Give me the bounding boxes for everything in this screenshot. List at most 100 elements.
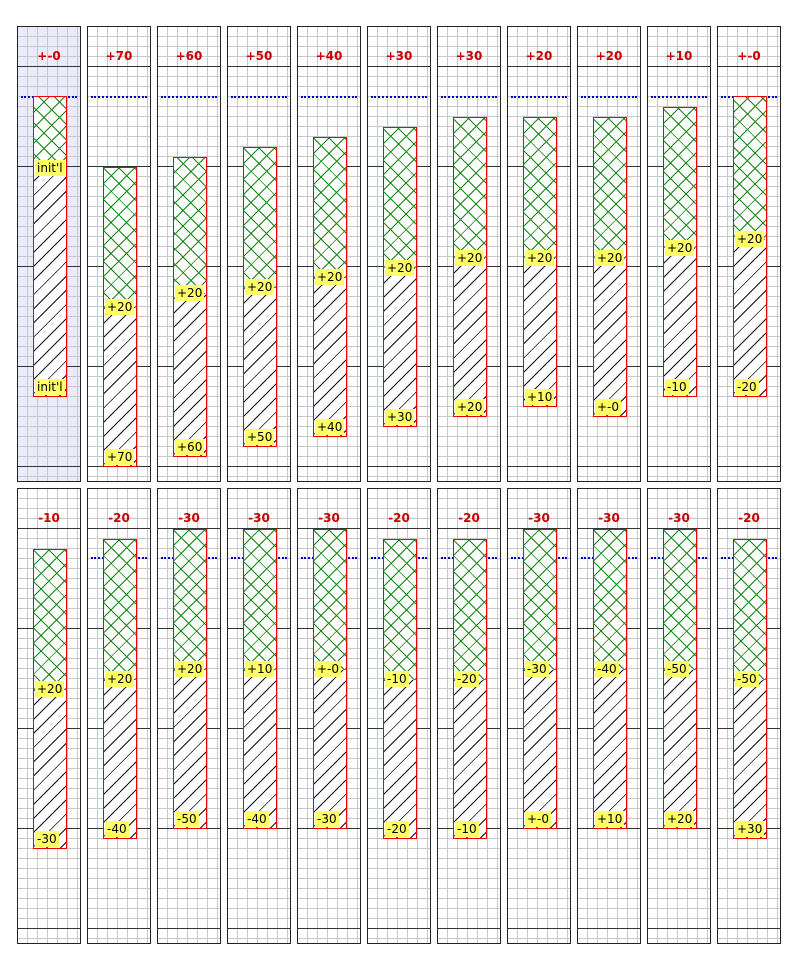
- panel-2-6: -20 -10 -20: [367, 488, 431, 944]
- bottom-segment-label: -20: [735, 379, 759, 395]
- stacked-bar: [593, 529, 627, 829]
- reference-dotted-line: [581, 96, 637, 98]
- top-segment-label: +20: [175, 285, 205, 301]
- crosshatch-segment: [174, 530, 206, 670]
- top-segment-label: +20: [665, 240, 695, 256]
- top-segment-label: +20: [175, 661, 205, 677]
- panel-1-10: +10+20-10: [647, 26, 711, 482]
- bottom-segment-label: +10: [525, 389, 555, 405]
- crosshatch-segment: [104, 168, 136, 308]
- panel-title: +30: [385, 49, 413, 63]
- reference-dotted-line: [91, 96, 147, 98]
- top-segment-label: init'l: [35, 160, 65, 176]
- crosshatch-segment: [384, 540, 416, 680]
- top-segment-label: +20: [245, 279, 275, 295]
- bottom-segment-label: +30: [735, 821, 765, 837]
- stacked-bar: [383, 539, 417, 839]
- stacked-bar: [453, 539, 487, 839]
- panel-title: -30: [598, 511, 620, 525]
- panel-title: -30: [248, 511, 270, 525]
- panel-2-8: -30 -30 +-0: [507, 488, 571, 944]
- stacked-bar: [313, 529, 347, 829]
- top-segment-label: +20: [385, 260, 415, 276]
- panel-2-5: -30+-0-30: [297, 488, 361, 944]
- crosshatch-segment: [524, 530, 556, 670]
- crosshatch-segment: [174, 158, 206, 294]
- panel-2-9: -30-40+10: [577, 488, 641, 944]
- bottom-segment-label: +30: [385, 409, 415, 425]
- bottom-segment-label: +40: [315, 419, 345, 435]
- reference-dotted-line: [161, 96, 217, 98]
- bottom-segment-label: +-0: [525, 811, 552, 827]
- panel-title: +10: [665, 49, 693, 63]
- bottom-segment-label: +20: [455, 399, 485, 415]
- panel-title: -20: [108, 511, 130, 525]
- crosshatch-segment: [244, 148, 276, 288]
- panel-title: -20: [388, 511, 410, 525]
- panel-title: +50: [245, 49, 273, 63]
- stacked-bar: [523, 529, 557, 829]
- stacked-bar: [103, 167, 137, 467]
- reference-dotted-line: [301, 96, 357, 98]
- panel-1-8: +20+20+10: [507, 26, 571, 482]
- reference-dotted-line: [441, 96, 497, 98]
- panel-2-10: -30-50+20: [647, 488, 711, 944]
- crosshatch-segment: [104, 540, 136, 680]
- crosshatch-segment: [314, 530, 346, 670]
- panel-2-2: -20 +20 -40: [87, 488, 151, 944]
- stacked-bar: [173, 157, 207, 457]
- stacked-bar: [453, 117, 487, 417]
- panel-1-9: +20+20+-0: [577, 26, 641, 482]
- bottom-segment-label: -30: [35, 831, 59, 847]
- bottom-segment-label: init'l: [35, 379, 65, 395]
- crosshatch-segment: [244, 530, 276, 670]
- stacked-bar: [103, 539, 137, 839]
- top-segment-label: +20: [595, 250, 625, 266]
- stacked-bar: [663, 529, 697, 829]
- top-segment-label: +20: [105, 671, 135, 687]
- crosshatch-segment: [594, 118, 626, 259]
- top-segment-label: -10: [385, 671, 409, 687]
- crosshatch-segment: [34, 97, 66, 169]
- panel-title: -30: [318, 511, 340, 525]
- top-segment-label: +20: [35, 681, 65, 697]
- crosshatch-segment: [384, 128, 416, 269]
- crosshatch-segment: [454, 540, 486, 680]
- top-segment-label: -20: [455, 671, 479, 687]
- panel-title: +20: [525, 49, 553, 63]
- crosshatch-segment: [664, 530, 696, 670]
- panel-1-2: +70+20+70: [87, 26, 151, 482]
- crosshatch-segment: [664, 108, 696, 249]
- crosshatch-segment: [314, 138, 346, 278]
- top-segment-label: -50: [665, 661, 689, 677]
- panel-2-3: -30+20-50: [157, 488, 221, 944]
- bottom-segment-label: -40: [105, 821, 129, 837]
- reference-dotted-line: [511, 96, 567, 98]
- panel-title: -30: [178, 511, 200, 525]
- crosshatch-segment: [734, 540, 766, 680]
- panel-title: -30: [528, 511, 550, 525]
- stacked-bar: [33, 549, 67, 849]
- top-segment-label: +10: [245, 661, 275, 677]
- crosshatch-segment: [594, 530, 626, 670]
- panel-2-7: -20-20-10: [437, 488, 501, 944]
- crosshatch-segment: [454, 118, 486, 259]
- stacked-bar: [593, 117, 627, 417]
- stacked-bar: [243, 147, 277, 447]
- crosshatch-segment: [734, 97, 766, 240]
- top-segment-label: +20: [315, 269, 345, 285]
- top-segment-label: -30: [525, 661, 549, 677]
- reference-dotted-line: [651, 96, 707, 98]
- panel-title: -30: [668, 511, 690, 525]
- panel-1-7: +30+20+20: [437, 26, 501, 482]
- stacked-bar: [243, 529, 277, 829]
- panel-1-5: +40+20+40: [297, 26, 361, 482]
- panel-title: +-0: [737, 49, 761, 63]
- top-segment-label: +20: [105, 299, 135, 315]
- top-segment-label: -40: [595, 661, 619, 677]
- stacked-bar: [33, 96, 67, 397]
- bottom-segment-label: -20: [385, 821, 409, 837]
- panel-2-11: -20-50+30: [717, 488, 781, 944]
- panel-title: -20: [738, 511, 760, 525]
